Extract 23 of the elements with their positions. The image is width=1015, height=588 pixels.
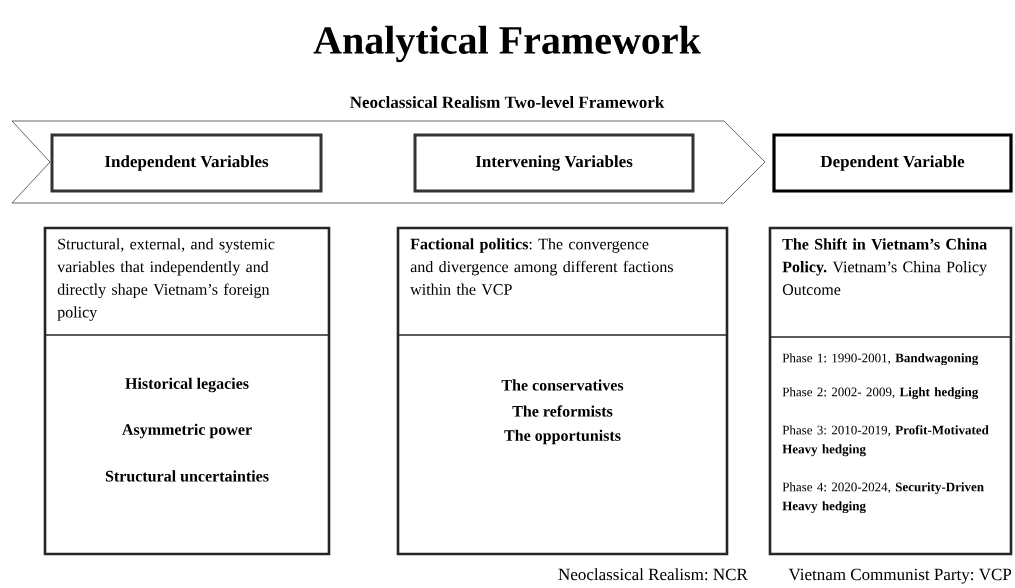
variable-box bbox=[396, 226, 729, 556]
phase-label: Phase 4: 2020-2024, Security-Driven Heavy hedging bbox=[782, 482, 984, 514]
factor-label: Structural uncertainties bbox=[105, 470, 269, 482]
factor-label: The reformists bbox=[512, 405, 613, 417]
factor-label: Historical legacies bbox=[125, 377, 249, 393]
variable-box bbox=[768, 226, 1013, 556]
phase-label: Phase 2: 2002- 2009, Light hedging bbox=[782, 387, 979, 400]
header-box: Dependent Variable bbox=[772, 133, 1013, 193]
chevron-band bbox=[11, 120, 766, 204]
factor-label: The opportunists bbox=[504, 429, 621, 445]
factor-label: The conservatives bbox=[501, 379, 624, 391]
title: Analytical Framework bbox=[313, 25, 701, 63]
description-text: The Shift in Vietnam’s China Policy. Vietnam’s China Policy Outcome bbox=[782, 238, 987, 295]
header-box: Independent Variables bbox=[50, 133, 323, 193]
phase-label: Phase 3: 2010-2019, Profit-Motivated Heavy hedging bbox=[782, 425, 989, 457]
description-text: Factional politics: The convergence and divergence among different factions within the VCP bbox=[410, 238, 673, 295]
factor-label: Asymmetric power bbox=[122, 423, 252, 439]
header-box: Intervening Variables bbox=[413, 133, 695, 193]
variable-box bbox=[43, 226, 331, 556]
footnote-text: Neoclassical Realism: NCR bbox=[558, 568, 748, 581]
description-text: Structural, external, and systemic variables that independently and directly shape Vietnam’s foreign policy bbox=[57, 238, 275, 321]
phase-label: Phase 1: 1990-2001, Bandwagoning bbox=[782, 353, 979, 366]
subtitle: Neoclassical Realism Two-level Framework bbox=[350, 96, 665, 108]
